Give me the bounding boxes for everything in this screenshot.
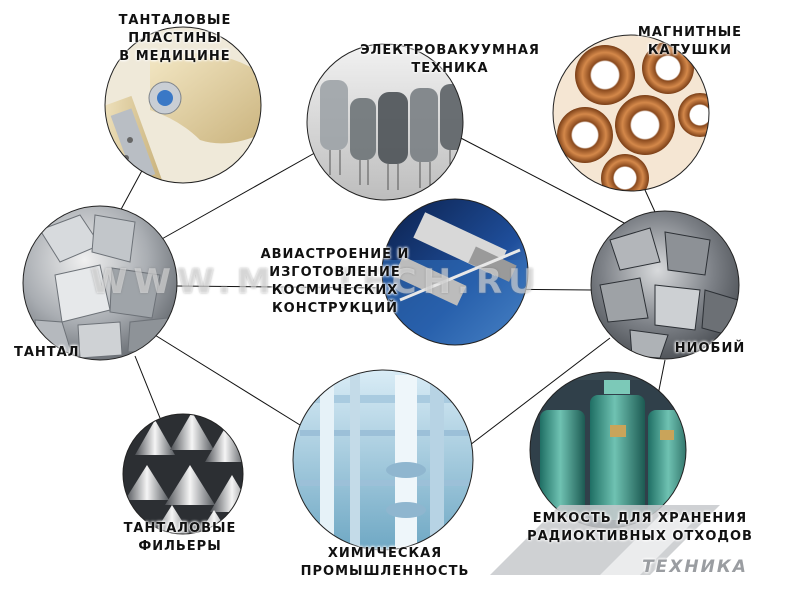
logo-text: ТЕХНИКА [642,557,748,577]
label-line: В МЕДИЦИНЕ [119,49,231,64]
tantalum-photo [22,205,178,361]
line-tantalum-plates [117,164,146,216]
label-waste-storage: ЕМКОСТЬ ДЛЯ ХРАНЕНИЯ РАДИОКТИВНЫХ ОТХОДО… [505,510,775,546]
label-line: ПРОМЫШЛЕННОСТЬ [300,564,470,579]
label-line: ФИЛЬЕРЫ [138,539,222,554]
watermark-text: WWW.M...TECH.RU [90,262,542,302]
label-line: КАТУШКИ [647,43,733,58]
label-line: ИЗГОТОВЛЕНИЕ [269,265,401,280]
label-spinnerets: ТАНТАЛОВЫЕ ФИЛЬЕРЫ [110,520,250,556]
label-line: ЭЛЕКТРОВАКУУМНАЯ [360,43,540,58]
label-vacuum-tech: ЭЛЕКТРОВАКУУМНАЯ ТЕХНИКА [340,42,560,78]
label-line: АВИАСТРОЕНИЕ И [260,247,410,262]
chemical-industry-photo [292,369,474,551]
label-aero-space: АВИАСТРОЕНИЕ И ИЗГОТОВЛЕНИЕ КОСМИЧЕСКИХ … [245,246,425,318]
label-line: ХИМИЧЕСКАЯ [327,546,443,561]
line-niobium-chem [469,337,611,446]
label-niobium: НИОБИЙ [660,340,760,358]
label-line: КОСМИЧЕСКИХ [271,283,399,298]
waste-tanks-photo [529,371,687,529]
line-tantalum-spinnerets [134,355,161,419]
label-chem-industry: ХИМИЧЕСКАЯ ПРОМЫШЛЕННОСТЬ [280,545,490,581]
label-line: ТАНТАЛОВЫЕ [123,521,237,536]
line-tantalum-chem [149,331,301,426]
label-tantal-plates: ТАНТАЛОВЫЕ ПЛАСТИНЫ В МЕДИЦИНЕ [100,12,250,66]
label-line: ПЛАСТИНЫ [128,31,222,46]
label-line: ТАНТАЛ [14,345,80,360]
line-vacuum-niobium [454,134,629,226]
label-line: РАДИОКТИВНЫХ ОТХОДОВ [527,529,753,544]
label-line: ЕМКОСТЬ ДЛЯ ХРАНЕНИЯ [532,511,748,526]
brand-logo [490,505,720,575]
magnetic-coils-photo [552,34,710,192]
label-line: ТАНТАЛОВЫЕ [118,13,232,28]
label-line: КОНСТРУКЦИЙ [272,301,398,316]
label-line: ТЕХНИКА [411,61,489,76]
label-tantalum: ТАНТАЛ [14,344,94,362]
label-line: МАГНИТНЫЕ [637,25,743,40]
line-coils-niobium [644,189,656,213]
line-tantalum-vacuum [159,149,321,241]
label-magnet-coils: МАГНИТНЫЕ КАТУШКИ [615,24,765,60]
tantal-plates-photo [104,26,262,184]
label-line: НИОБИЙ [674,341,746,356]
vacuum-tubes-photo [306,43,464,201]
